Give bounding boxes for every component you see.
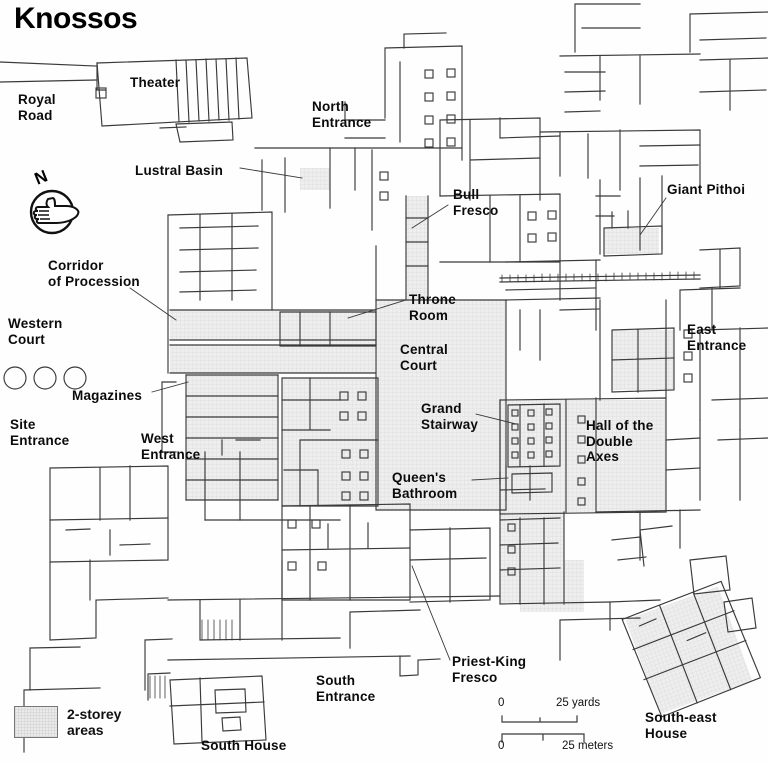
map-label-site-entrance: Site Entrance <box>10 417 70 448</box>
two-storey-areas <box>170 168 753 715</box>
map-label-north-entrance: North Entrance <box>312 99 372 130</box>
legend: 2-storey areas <box>14 706 121 738</box>
south-east-outbuildings <box>611 525 757 633</box>
map-label-royal-road: Royal Road <box>18 92 56 123</box>
map-label-corridor-of-procession: Corridor of Procession <box>48 258 140 289</box>
scale-meters-value: 25 meters <box>562 740 614 752</box>
map-label-queens-bathroom: Queen's Bathroom <box>392 470 458 501</box>
bull-fresco-block <box>439 117 601 331</box>
map-label-south-east-house: South-east House <box>645 710 717 741</box>
east-links <box>505 297 741 661</box>
leader-lines <box>129 167 667 661</box>
pointing-hand-compass-icon <box>29 189 80 235</box>
map-label-west-entrance: West Entrance <box>141 431 201 462</box>
map-label-priest-king-fresco: Priest-King Fresco <box>452 654 527 685</box>
central-court-area <box>375 195 507 511</box>
theater-structure <box>95 57 253 143</box>
map-label-grand-stairway: Grand Stairway <box>421 401 479 432</box>
south-west-buildings <box>23 465 169 753</box>
grand-stairway-pillars <box>511 408 553 459</box>
south-wing <box>144 503 501 691</box>
scale-bar-yards <box>501 715 578 723</box>
north-east-wing <box>539 3 768 191</box>
map-label-western-court: Western Court <box>8 316 63 347</box>
western-court-pits <box>3 366 87 390</box>
double-axes-pillars <box>577 415 586 506</box>
map-label-theater: Theater <box>130 75 181 90</box>
legend-swatch-2storey <box>14 706 58 738</box>
page-title: Knossos <box>14 2 138 35</box>
royal-road-path <box>0 61 97 83</box>
scale-yards-value: 25 yards <box>556 697 601 709</box>
map-label-central-court: Central Court <box>400 342 448 373</box>
map-label-lustral-basin: Lustral Basin <box>135 163 224 178</box>
compass-rose: N <box>22 166 88 238</box>
legend-label: 2-storey areas <box>67 706 122 738</box>
scale-meters-zero: 0 <box>498 740 505 752</box>
map-label-south-house: South House <box>201 738 287 753</box>
map-label-magazines: Magazines <box>72 388 143 403</box>
scale-yards-zero: 0 <box>498 697 505 709</box>
map-label-giant-pithoi: Giant Pithoi <box>667 182 746 197</box>
domestic-quarter <box>499 397 701 605</box>
west-wing <box>161 211 376 521</box>
throne-room-area <box>279 311 379 507</box>
map-label-east-entrance: East Entrance <box>687 322 747 353</box>
south-east-house-structure <box>621 580 762 718</box>
map-label-hall-of-double-axes: Hall of the Double Axes <box>586 418 654 464</box>
map-label-south-entrance: South Entrance <box>316 673 376 704</box>
east-wing <box>499 175 768 441</box>
scale-bars: 0 25 yards 0 25 meters <box>498 697 648 755</box>
map-label-bull-fresco: Bull Fresco <box>453 187 499 218</box>
scale-bar-meters <box>501 733 585 743</box>
south-house-structure <box>147 672 267 745</box>
north-quarter <box>254 32 463 231</box>
map-label-throne-room: Throne Room <box>409 292 456 323</box>
